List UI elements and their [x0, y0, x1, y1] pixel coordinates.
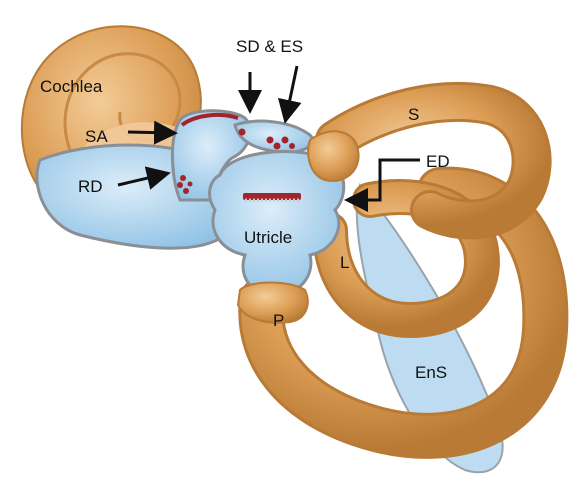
utricular-macula — [243, 193, 301, 200]
crus-junction — [308, 131, 358, 181]
label-ed: ED — [426, 152, 450, 171]
label-s: S — [408, 105, 419, 124]
label-cochlea: Cochlea — [40, 77, 103, 96]
label-l: L — [340, 253, 349, 272]
sa-arrow — [128, 132, 172, 133]
label-utricle: Utricle — [244, 228, 292, 247]
label-p: P — [273, 311, 284, 330]
es-arrow — [286, 66, 297, 118]
label-sa: SA — [85, 127, 108, 146]
label-rd: RD — [78, 177, 103, 196]
label-ens: EnS — [415, 363, 447, 382]
label-sd-es: SD & ES — [236, 37, 303, 56]
endolymphatic-duct-region — [235, 121, 313, 152]
